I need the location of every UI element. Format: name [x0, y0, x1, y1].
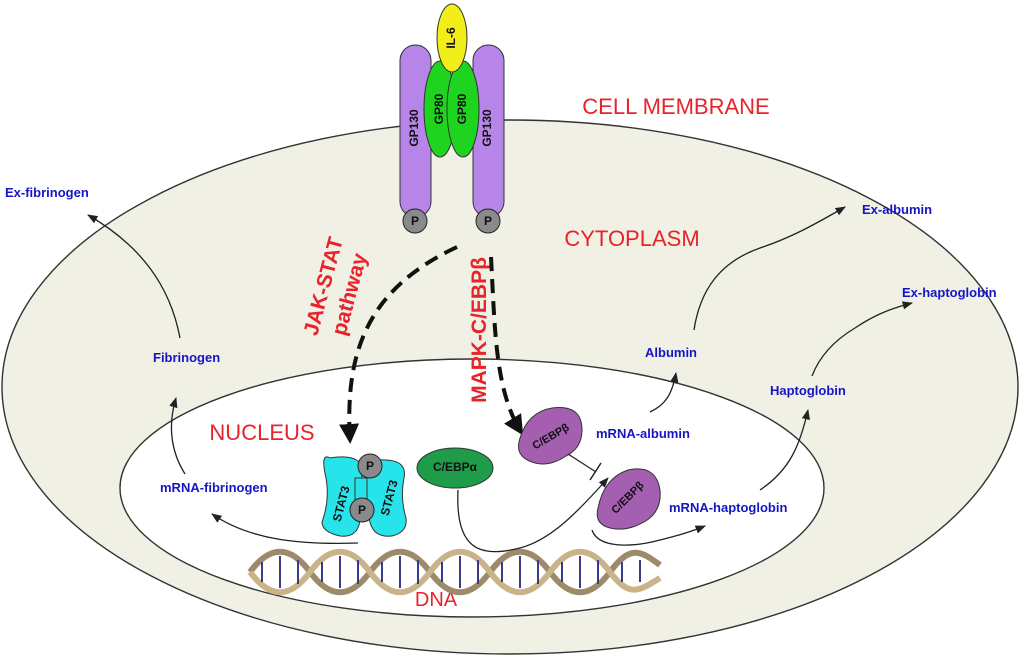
- cebp-alpha-label: C/EBPα: [433, 460, 478, 474]
- arrow-cebpa-to-mrna-albumin: [457, 477, 609, 553]
- phospho-right: [475, 208, 501, 234]
- mrna-albumin-label: mRNA-albumin: [596, 426, 690, 441]
- arrow-haptoglobin-to-ex: [811, 301, 914, 377]
- mrna-fibrinogen-label: mRNA-fibrinogen: [160, 480, 268, 495]
- cebp-beta-2: [596, 468, 661, 530]
- cell-membrane-label: CELL MEMBRANE: [582, 94, 769, 119]
- nucleus: [119, 358, 825, 618]
- phospho-left: [402, 208, 428, 234]
- haptoglobin-label: Haptoglobin: [770, 383, 846, 398]
- il6-label: IL-6: [444, 27, 458, 49]
- cebp-alpha: [416, 447, 494, 489]
- arrow-mrna-to-fibrinogen: [169, 397, 186, 475]
- ex-albumin-label: Ex-albumin: [862, 202, 932, 217]
- cytoplasm-label: CYTOPLASM: [564, 226, 699, 251]
- stat3-phospho-bottom: [349, 497, 375, 523]
- receptor-complex: IL-6 GP80 GP80 GP130 GP130 P P: [399, 3, 505, 234]
- mapk-arrow: [489, 256, 524, 436]
- nucleus-label: NUCLEUS: [209, 420, 314, 445]
- arrow-fibrinogen-to-ex: [87, 214, 181, 339]
- arrow-albumin-to-ex: [693, 206, 846, 331]
- stat3-dimer: STAT3 STAT3 P P: [321, 453, 407, 537]
- arrow-dna-to-mrna-fibrinogen: [211, 513, 359, 545]
- fibrinogen-label: Fibrinogen: [153, 350, 220, 365]
- phospho-left-label: P: [411, 214, 419, 228]
- cebp-beta-1: [518, 406, 583, 465]
- inhibition-line: [567, 453, 597, 473]
- gp80-right-label: GP80: [455, 93, 469, 124]
- stat3-phospho-top: [357, 453, 383, 479]
- gp130-left-label: GP130: [407, 109, 421, 147]
- arrow-cebpb-to-mrna-haptoglobin: [591, 525, 706, 546]
- arrow-mrna-to-haptoglobin: [759, 408, 810, 491]
- mrna-haptoglobin-label: mRNA-haptoglobin: [669, 500, 787, 515]
- jak-stat-arrow: [339, 245, 458, 444]
- stat3-phospho-top-label: P: [366, 459, 374, 473]
- ex-haptoglobin-label: Ex-haptoglobin: [902, 285, 997, 300]
- ex-fibrinogen-label: Ex-fibrinogen: [5, 185, 89, 200]
- phospho-right-label: P: [484, 214, 492, 228]
- dna-helix: [247, 548, 662, 596]
- gp130-right-label: GP130: [480, 109, 494, 147]
- dna-label: DNA: [415, 589, 458, 611]
- il6-ligand: [436, 3, 468, 73]
- gp80-left-label: GP80: [432, 93, 446, 124]
- mapk-cebpb-label: MAPK-C/EBPβ: [468, 257, 491, 403]
- arrow-mrna-to-albumin: [649, 371, 679, 413]
- albumin-label: Albumin: [645, 345, 697, 360]
- stat3-phospho-bottom-label: P: [358, 503, 366, 517]
